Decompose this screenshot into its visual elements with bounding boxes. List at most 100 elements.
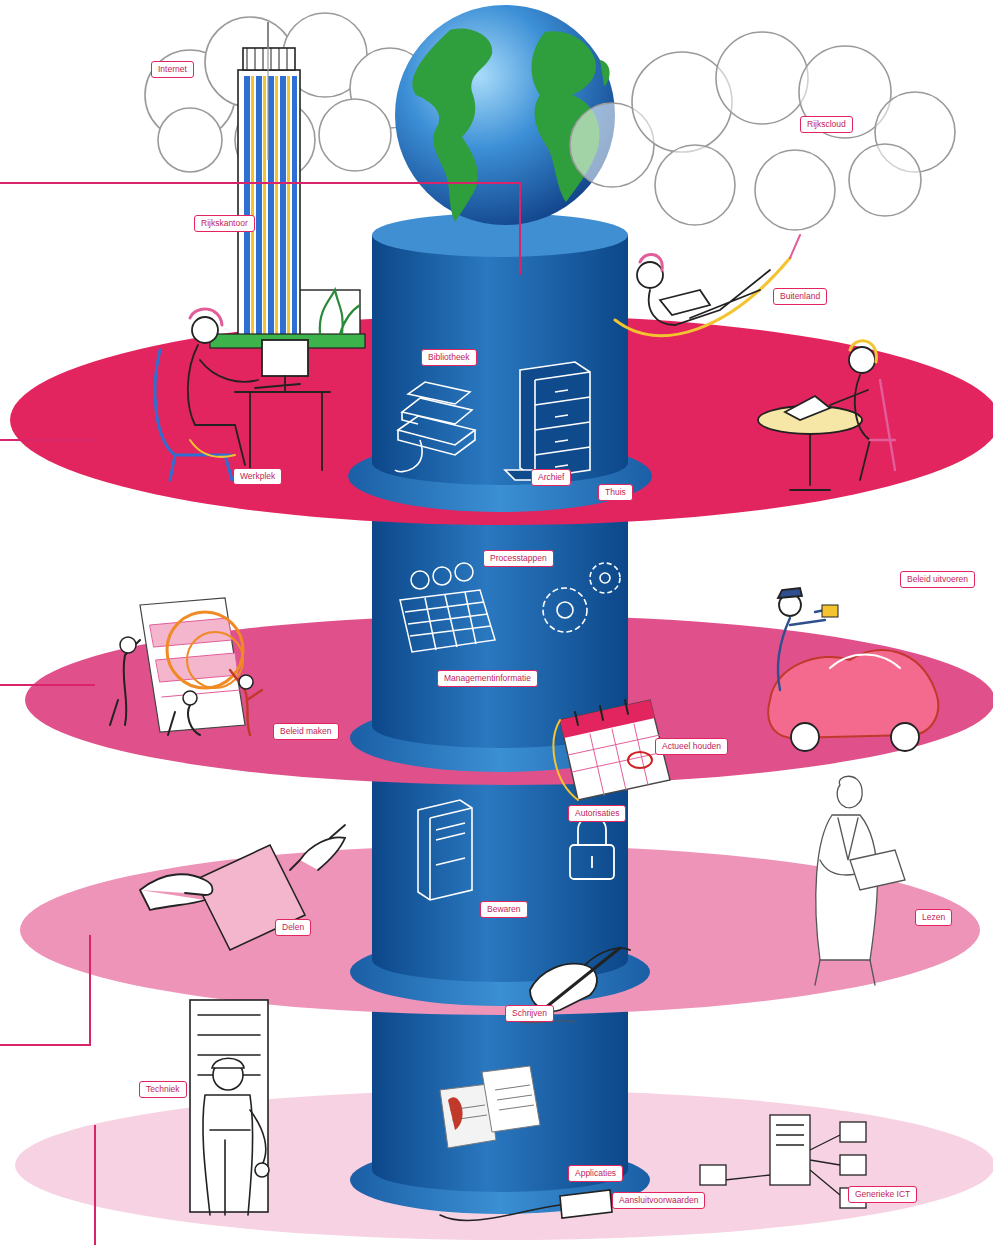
label-box: Bewaren [480,901,528,918]
cloud-puff [849,144,921,216]
library-icon [395,382,475,472]
book-ribbon [395,440,422,472]
label-text: Rijkskantoor [201,218,248,229]
label-box: Techniek [139,1081,187,1098]
keyboard-keys [405,592,491,650]
monitor [840,1155,866,1175]
officer-body [778,608,835,690]
label-text: Aansluitvoorwaarden [619,1195,698,1206]
office-tower [210,22,365,348]
cloud-puff [755,150,835,230]
desk-worker [155,309,330,480]
officer-car [768,588,938,751]
cloud-puff [716,32,808,124]
label-box: Archief [531,469,571,486]
label-text: Bewaren [487,904,521,915]
tech-overalls [203,1095,253,1215]
label-text: Internet [158,64,187,75]
desk [235,392,330,470]
policy-makers [110,598,262,735]
left-hand [140,874,213,910]
label-box: Processtappen [483,550,554,567]
car-window [830,655,900,669]
rack-units [198,1015,260,1075]
tower-windows [244,76,297,334]
woman-head [849,347,875,373]
cabinet-drawers [535,372,590,478]
plants [320,290,360,334]
monitor [840,1122,866,1142]
label-box: Beleid uitvoeren [900,571,975,588]
gear [590,563,620,593]
calendar-page [560,700,670,800]
gauge [433,567,451,585]
cylinder-segment [350,760,650,1006]
monitor-stand [255,376,300,392]
padlock-body [570,845,614,879]
label-text: Schrijven [512,1008,547,1019]
label-text: Beleid maken [280,726,332,737]
gauge [411,571,429,589]
server [770,1115,810,1185]
gears-icon [543,563,620,632]
date-circle [628,752,652,768]
calendar-rings [575,700,628,725]
gear-hub [557,602,573,618]
pen [545,948,620,1008]
keyhole [591,856,593,868]
calendar [554,700,670,800]
document-lines [450,1085,534,1120]
tower-body [238,70,300,338]
label-text: Beleid uitvoeren [907,574,968,585]
worker-hair [190,309,222,325]
plug [440,1190,630,1220]
traveller-body [649,270,770,325]
label-box: Delen [275,919,311,936]
continent [412,28,492,222]
woman-body [830,375,870,480]
monitor [262,340,308,376]
padlock-icon [570,817,614,880]
label-box: Aansluitvoorwaarden [612,1192,705,1209]
server-case [418,800,472,900]
cloud-puff [158,108,222,172]
sleeve [585,948,630,965]
label-text: Generieke ICT [855,1189,910,1200]
pdf-mark [448,1097,463,1130]
hammock-rope [790,235,800,258]
leader-line [94,1125,96,1245]
gauge [455,563,473,581]
documents-icon [440,1066,540,1148]
hammock-traveller [615,235,800,336]
paper-sheet [140,598,245,732]
tower-crown [247,48,287,70]
cylinder-segment [348,213,652,512]
label-box: Rijkskantoor [194,215,255,232]
server-slots [776,1125,804,1145]
antenna-line [267,22,268,160]
laptop [660,290,710,315]
label-box: Lezen [915,909,952,926]
label-box: Buitenland [773,288,827,305]
calendar-header [560,700,655,738]
orange-ring [167,612,243,688]
home-worker [740,341,895,490]
woman-hair [850,341,876,362]
label-text: Lezen [922,912,945,923]
traveller-head [637,262,663,288]
car-wheel [891,723,919,751]
label-box: Schrijven [505,1005,554,1022]
keyboard-frame [400,590,495,652]
chair-accent [190,440,235,457]
right-hand [290,837,345,870]
tool [255,1163,269,1177]
tower-top [243,48,295,70]
gear [543,588,587,632]
label-box: Applicaties [568,1165,623,1182]
cylinder-bottom [372,1148,628,1192]
label-box: Thuis [598,484,633,501]
reader-head [837,776,862,807]
label-text: Techniek [146,1084,180,1095]
